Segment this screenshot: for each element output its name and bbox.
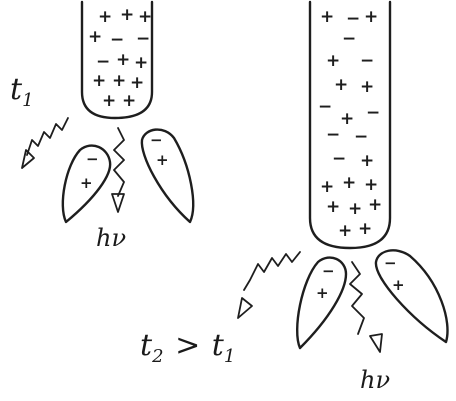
label-t1-left-main: t xyxy=(10,72,22,107)
right-wavy-arrow-hv xyxy=(350,262,382,352)
svg-text:+: + xyxy=(112,71,126,91)
svg-text:+: + xyxy=(340,109,354,129)
svg-text:+: + xyxy=(320,177,334,197)
svg-text:+: + xyxy=(130,73,144,93)
svg-text:−: − xyxy=(110,30,124,50)
svg-text:+: + xyxy=(80,174,93,192)
svg-text:+: + xyxy=(360,77,374,97)
svg-text:−: − xyxy=(136,29,150,49)
right-wavy-arrow-t2 xyxy=(238,252,300,318)
svg-text:−: − xyxy=(150,131,163,149)
label-t1-right-sub: 1 xyxy=(224,346,235,367)
svg-text:+: + xyxy=(122,91,136,111)
label-t1-left-sub: 1 xyxy=(22,90,33,111)
svg-text:+: + xyxy=(358,219,372,239)
label-t2-sub: 2 xyxy=(152,346,163,367)
svg-text:+: + xyxy=(102,91,116,111)
svg-text:+: + xyxy=(316,284,329,302)
svg-text:−: − xyxy=(322,262,335,280)
svg-text:−: − xyxy=(346,9,360,29)
svg-text:+: + xyxy=(338,221,352,241)
svg-text:+: + xyxy=(342,173,356,193)
label-gt: > xyxy=(175,328,200,363)
right-tip-charges: + − + − + − + + − + − − − − + + + + + + … xyxy=(318,7,382,241)
right-droplet-left: − + xyxy=(297,258,346,348)
svg-text:−: − xyxy=(86,150,99,168)
svg-text:+: + xyxy=(334,75,348,95)
label-hv-left: hν xyxy=(96,224,126,252)
svg-text:−: − xyxy=(360,51,374,71)
svg-text:−: − xyxy=(384,254,397,272)
svg-text:+: + xyxy=(364,7,378,27)
svg-text:+: + xyxy=(156,151,169,169)
right-droplet-right: − + xyxy=(376,250,448,342)
label-hv-right-text: hν xyxy=(360,366,390,394)
svg-text:+: + xyxy=(326,51,340,71)
label-hv-left-text: hν xyxy=(96,224,126,252)
svg-text:−: − xyxy=(318,97,332,117)
svg-text:−: − xyxy=(354,127,368,147)
svg-text:+: + xyxy=(98,7,112,27)
label-hv-right: hν xyxy=(360,366,390,394)
left-droplet-left: − + xyxy=(63,146,110,222)
left-wavy-arrow-t1 xyxy=(22,118,68,168)
svg-text:−: − xyxy=(96,52,110,72)
svg-text:+: + xyxy=(138,7,152,27)
svg-text:+: + xyxy=(134,53,148,73)
left-wavy-arrow-hv xyxy=(112,128,124,212)
svg-text:−: − xyxy=(366,103,380,123)
svg-text:+: + xyxy=(348,199,362,219)
svg-text:−: − xyxy=(326,125,340,145)
left-tip-charges: + + + + − − − + + + + + + + xyxy=(88,5,152,111)
label-t1-left: t1 xyxy=(10,72,34,111)
svg-text:+: + xyxy=(320,7,334,27)
svg-text:−: − xyxy=(332,149,346,169)
svg-text:+: + xyxy=(360,151,374,171)
left-droplet-right: − + xyxy=(142,130,193,222)
svg-text:+: + xyxy=(116,50,130,70)
svg-text:+: + xyxy=(368,195,382,215)
svg-text:−: − xyxy=(342,29,356,49)
label-t2-gt-t1: t2 > t1 xyxy=(140,328,235,367)
label-t1-right-main: t xyxy=(212,328,224,363)
svg-text:+: + xyxy=(92,71,106,91)
svg-text:+: + xyxy=(326,197,340,217)
svg-text:+: + xyxy=(392,276,405,294)
svg-text:+: + xyxy=(88,27,102,47)
svg-text:+: + xyxy=(120,5,134,25)
label-t2-main: t xyxy=(140,328,152,363)
svg-text:+: + xyxy=(364,175,378,195)
